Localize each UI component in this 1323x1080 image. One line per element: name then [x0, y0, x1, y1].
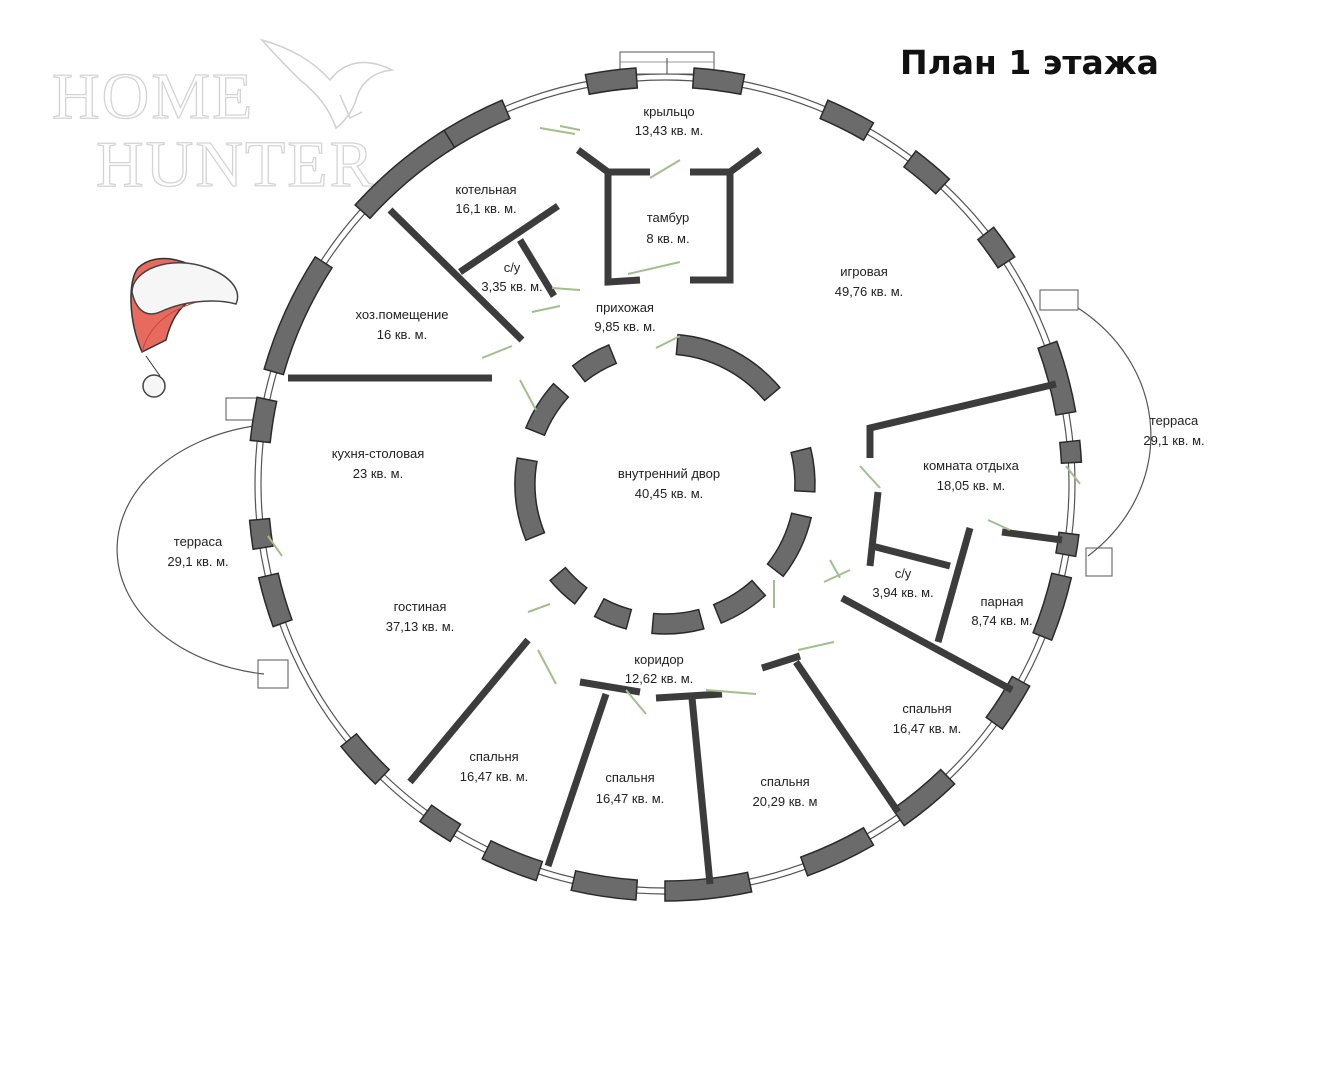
room-bedroom3-area: 16,47 кв. м.	[596, 791, 665, 806]
room-terrace-right-name: терраса	[1150, 413, 1199, 428]
room-wc1-area: 3,35 кв. м.	[481, 279, 542, 294]
courtyard-wall-segment	[593, 597, 633, 630]
eagle-logo-icon	[259, 38, 395, 130]
outer-wall-segment	[976, 226, 1016, 269]
outer-wall-segment	[257, 572, 293, 628]
room-game-area: 49,76 кв. м.	[835, 284, 904, 299]
courtyard-wall-segment	[571, 343, 618, 383]
watermark-line2: HUNTER	[96, 128, 376, 201]
room-vestibule-name: тамбур	[647, 210, 690, 225]
room-living-area: 37,13 кв. м.	[386, 619, 455, 634]
outer-wall-segment	[891, 768, 956, 827]
room-utility-area: 16 кв. м.	[377, 327, 427, 342]
watermark-line1: HOME	[52, 60, 254, 133]
room-boiler-area: 16,1 кв. м.	[455, 201, 516, 216]
outer-wall-segment	[1032, 572, 1073, 642]
courtyard-wall-segment	[766, 512, 813, 578]
terrace-right-outline	[1039, 289, 1152, 577]
doors	[267, 125, 1081, 715]
courtyard-wall-segment	[524, 382, 570, 437]
outer-wall-segment	[481, 839, 544, 882]
room-kitchen-area: 23 кв. м.	[353, 466, 403, 481]
room-bedroom1-area: 16,47 кв. м.	[893, 721, 962, 736]
outer-wall-segment	[339, 732, 391, 786]
interior-walls	[288, 147, 1063, 885]
room-courtyard-area: 40,45 кв. м.	[635, 486, 704, 501]
room-living-name: гостиная	[394, 599, 447, 614]
outer-wall-segment	[799, 826, 875, 877]
room-corridor-name: коридор	[634, 652, 684, 667]
room-wc2-area: 3,94 кв. м.	[872, 585, 933, 600]
courtyard-walls	[514, 333, 816, 635]
room-bedroom4-area: 20,29 кв. м	[753, 794, 818, 809]
page-title: План 1 этажа	[900, 43, 1159, 82]
room-bedroom4-name: спальня	[760, 774, 809, 789]
room-porch-name: крыльцо	[643, 104, 694, 119]
outer-wall-segment	[902, 149, 951, 195]
outer-wall-segment	[570, 869, 639, 901]
courtyard-wall-segment	[675, 333, 781, 402]
outer-wall-segment	[1059, 439, 1083, 465]
outer-wall-segment	[1055, 531, 1080, 558]
outer-wall-segment	[249, 396, 278, 444]
outer-walls	[248, 67, 1083, 902]
outer-wall-segment	[985, 675, 1031, 731]
courtyard-wall-segment	[712, 579, 767, 625]
room-corridor-area: 12,62 кв. м.	[625, 671, 694, 686]
room-sauna-name: парная	[981, 594, 1024, 609]
room-bedroom2-area: 16,47 кв. м.	[460, 769, 529, 784]
room-vestibule-area: 8 кв. м.	[646, 231, 689, 246]
courtyard-wall-segment	[790, 446, 816, 493]
courtyard-wall-segment	[651, 608, 705, 635]
room-wc2-name: с/у	[895, 566, 912, 581]
room-terrace-left-area: 29,1 кв. м.	[167, 554, 228, 569]
room-wc1-name: с/у	[504, 260, 521, 275]
outer-wall-segment	[664, 871, 753, 902]
outer-wall-segment	[436, 99, 511, 153]
outer-wall-segment	[354, 129, 456, 220]
room-labels: крыльцо 13,43 кв. м. котельная 16,1 кв. …	[167, 104, 1204, 809]
terrace-left-outline	[116, 397, 289, 689]
room-bedroom1-name: спальня	[902, 701, 951, 716]
room-boiler-name: котельная	[455, 182, 516, 197]
room-sauna-area: 8,74 кв. м.	[971, 613, 1032, 628]
room-lounge-area: 18,05 кв. м.	[937, 478, 1006, 493]
outer-wall-segment	[584, 67, 639, 96]
room-terrace-left-name: терраса	[174, 534, 223, 549]
outer-wall-segment	[1037, 340, 1077, 416]
outer-wall-segment	[263, 255, 334, 376]
room-bedroom3-name: спальня	[605, 770, 654, 785]
room-bedroom2-name: спальня	[469, 749, 518, 764]
room-hall-area: 9,85 кв. м.	[594, 319, 655, 334]
outer-wall-segment	[248, 517, 274, 551]
room-terrace-right-area: 29,1 кв. м.	[1143, 433, 1204, 448]
watermark: HOME HUNTER	[51, 38, 395, 202]
outer-wall-segment	[418, 804, 462, 843]
courtyard-wall-segment	[514, 457, 546, 542]
room-hall-name: прихожая	[596, 300, 654, 315]
room-porch-area: 13,43 кв. м.	[635, 123, 704, 138]
outer-wall-segment	[819, 99, 875, 142]
santa-hat-icon	[130, 257, 239, 398]
room-game-name: игровая	[840, 264, 888, 279]
room-lounge-name: комната отдыха	[923, 458, 1020, 473]
room-utility-name: хоз.помещение	[356, 307, 449, 322]
outer-wall-segment	[691, 67, 746, 96]
room-courtyard-name: внутренний двор	[618, 466, 720, 481]
courtyard-wall-segment	[549, 566, 588, 605]
room-kitchen-name: кухня-столовая	[332, 446, 425, 461]
